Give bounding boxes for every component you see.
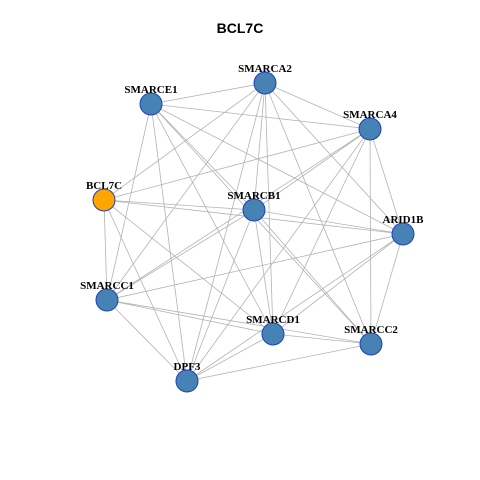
edge-smarca4-bcl7c [103,128,371,201]
edge-smarca4-smarcb1 [253,128,371,211]
edge-smarce1-smarcb1 [150,103,255,211]
node-smarcc2 [359,332,383,356]
edge-smarcb1-dpf3 [186,209,255,382]
node-label-smarca4: SMARCA4 [343,109,397,121]
node-dpf3 [175,369,199,393]
node-smarcb1 [242,198,266,222]
edge-bcl7c-smarcb1 [103,199,255,211]
edge-smarca4-smarcc1 [106,128,371,301]
edge-smarcc1-smarcd1 [106,299,274,335]
node-smarcc1 [95,288,119,312]
edge-smarca2-smarca4 [264,82,371,130]
edge-smarcd1-smarcc2 [272,333,372,345]
node-label-smarca2: SMARCA2 [238,63,292,75]
edge-smarcc1-smarcc2 [106,299,372,345]
edge-smarca2-arid1b [264,82,404,235]
edge-bcl7c-smarcd1 [103,199,274,335]
edge-arid1b-dpf3 [186,233,404,382]
node-smarca2 [253,71,277,95]
edge-smarce1-smarca4 [150,103,371,130]
edge-smarca2-smarcb1 [253,82,266,211]
node-label-bcl7c: BCL7C [86,180,122,192]
node-label-arid1b: ARID1B [383,214,425,226]
edge-smarca2-dpf3 [186,82,266,382]
edge-smarca2-smarcd1 [264,82,274,335]
edge-smarcb1-smarcd1 [253,209,274,335]
graph-title: BCL7C [216,20,264,36]
node-label-smarcc1: SMARCC1 [80,280,134,292]
edge-smarca2-smarcc2 [264,82,372,345]
node-smarca4 [358,117,382,141]
node-smarcd1 [261,322,285,346]
edge-smarca4-arid1b [369,128,404,235]
edge-bcl7c-smarcc1 [103,199,108,301]
edge-smarce1-dpf3 [150,103,188,382]
edge-smarce1-arid1b [150,103,404,235]
edge-smarcb1-smarcc2 [253,209,372,345]
node-label-smarcc2: SMARCC2 [344,324,398,336]
edge-smarca4-dpf3 [186,128,371,382]
edge-bcl7c-dpf3 [103,199,188,382]
edge-arid1b-smarcc1 [106,233,404,301]
node-label-smarce1: SMARCE1 [124,84,177,96]
edge-smarcb1-arid1b [253,209,404,235]
edge-arid1b-smarcc2 [370,233,404,345]
edge-smarce1-smarcc2 [150,103,372,345]
edge-smarcd1-dpf3 [186,333,274,382]
node-label-dpf3: DPF3 [174,361,201,373]
edge-smarca2-bcl7c [103,82,266,201]
edge-layer [103,82,404,382]
edge-smarca4-smarcd1 [272,128,371,335]
edge-smarcc1-dpf3 [106,299,188,382]
node-smarce1 [139,92,163,116]
node-label-smarcd1: SMARCD1 [246,314,300,326]
edge-smarca4-smarcc2 [369,128,372,345]
edge-smarca2-smarce1 [150,82,266,105]
node-layer [92,71,415,393]
edge-smarcc2-dpf3 [186,343,372,382]
node-label-smarcb1: SMARCB1 [227,190,280,202]
node-arid1b [391,222,415,246]
edge-smarce1-smarcd1 [150,103,274,335]
node-bcl7c [92,188,116,212]
edge-arid1b-smarcd1 [272,233,404,335]
edge-smarcb1-smarcc1 [106,209,255,301]
